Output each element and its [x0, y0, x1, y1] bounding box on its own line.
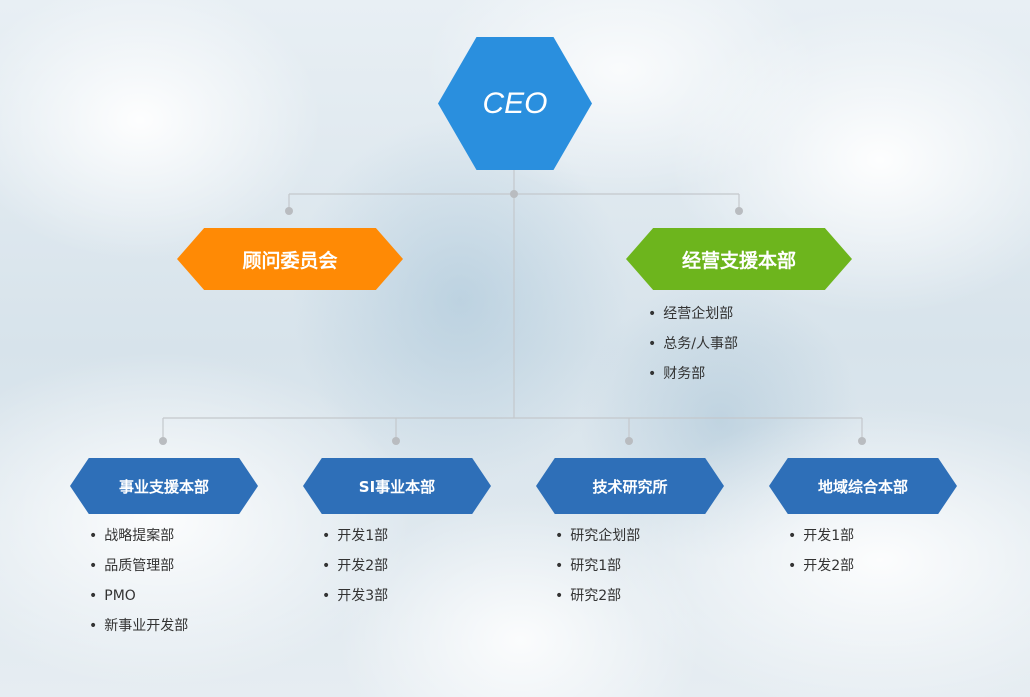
division-sublist-item: 品质管理部: [89, 551, 188, 581]
division-label: 事业支援本部: [118, 477, 209, 496]
division-sublist-research: 研究企划部 研究1部 研究2部: [555, 521, 640, 611]
division-sublist-si: 开发1部 开发2部 开发3部: [322, 521, 388, 611]
advisory-committee-node: 顾问委员会: [177, 228, 403, 290]
division-label: 地域综合本部: [817, 477, 908, 496]
management-sublist-item: 经营企划部: [648, 299, 738, 329]
division-dot-1: [159, 437, 167, 445]
division-dot-3: [625, 437, 633, 445]
division-sublist-item: 开发2部: [788, 551, 854, 581]
management-dot: [735, 207, 743, 215]
management-support-label: 经营支援本部: [681, 249, 796, 272]
division-sublist-item: 开发1部: [322, 521, 388, 551]
division-node-si: SI事业本部: [303, 458, 491, 514]
management-sublist-item: 总务/人事部: [648, 329, 738, 359]
division-sublist-item: 研究2部: [555, 581, 640, 611]
division-sublist-item: 战略提案部: [89, 521, 188, 551]
advisory-committee-label: 顾问委员会: [242, 249, 338, 272]
division-sublist-item: 开发3部: [322, 581, 388, 611]
junction-dot: [510, 190, 518, 198]
division-sublist-item: 开发2部: [322, 551, 388, 581]
division-sublist-item: 新事业开发部: [89, 611, 188, 641]
management-support-node: 经营支援本部: [626, 228, 852, 290]
management-sublist-item: 财务部: [648, 359, 738, 389]
division-node-research: 技术研究所: [536, 458, 724, 514]
division-node-regional: 地域综合本部: [769, 458, 957, 514]
division-sublist-item: 开发1部: [788, 521, 854, 551]
division-label: SI事业本部: [358, 477, 436, 496]
division-sublist-item: 研究1部: [555, 551, 640, 581]
division-sublist-item: 研究企划部: [555, 521, 640, 551]
division-sublist-item: PMO: [89, 581, 188, 611]
division-dot-2: [392, 437, 400, 445]
division-label: 技术研究所: [592, 477, 668, 496]
ceo-label: CEO: [482, 86, 548, 120]
advisory-dot: [285, 207, 293, 215]
division-sublist-regional: 开发1部 开发2部: [788, 521, 854, 581]
management-sublist: 经营企划部 总务/人事部 财务部: [648, 299, 738, 389]
division-node-business-support: 事业支援本部: [70, 458, 258, 514]
division-dot-4: [858, 437, 866, 445]
division-sublist-business-support: 战略提案部 品质管理部 PMO 新事业开发部: [89, 521, 188, 641]
